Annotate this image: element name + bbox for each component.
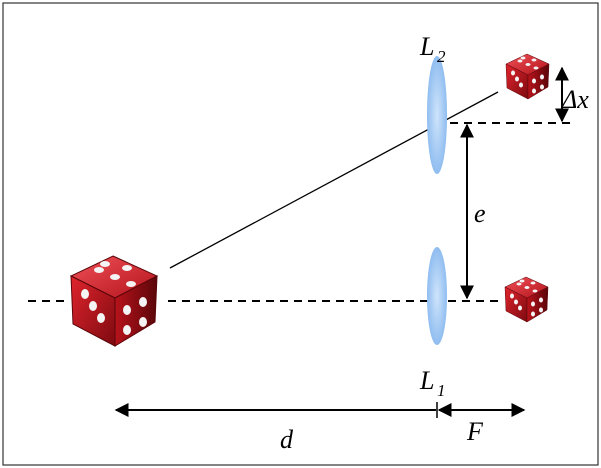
label-lens-top-sub: 2: [437, 47, 446, 66]
lens-l2: [427, 56, 447, 174]
lens-l1: [427, 247, 447, 345]
label-lens-bottom: L: [419, 366, 434, 395]
ray-line: [169, 91, 499, 269]
die-icon-bottom: [504, 276, 549, 323]
label-separation: e: [474, 199, 486, 228]
label-lens-bottom-sub: 1: [437, 381, 446, 400]
label-focal: F: [466, 417, 484, 446]
label-distance: d: [280, 425, 294, 454]
die-icon: [70, 255, 158, 347]
die-icon-top: [505, 53, 550, 100]
label-lens-top: L: [419, 32, 434, 61]
label-shift: Δx: [561, 85, 589, 114]
